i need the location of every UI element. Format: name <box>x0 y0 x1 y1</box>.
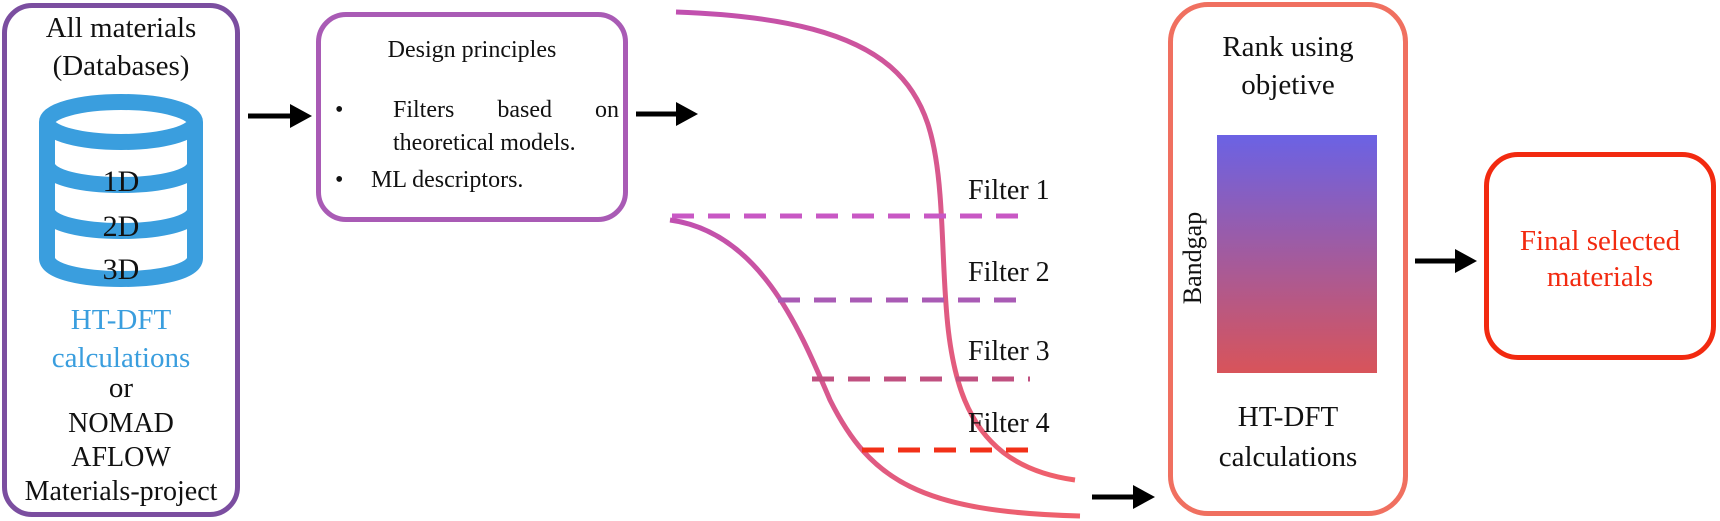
final-line2: materials <box>1546 261 1654 293</box>
rank-box: Rank using objetive Bandgap HT-DFT calcu… <box>1168 2 1408 516</box>
database-icon: 1D 2D 3D <box>39 94 203 287</box>
arrow-head-4 <box>1455 249 1477 273</box>
all-materials-box: All materials (Databases) 1D 2D 3D HT-DF… <box>2 3 240 517</box>
design-principles-box: Design principles • Filters based on the… <box>316 12 628 222</box>
source-nomad: NOMAD <box>68 408 174 439</box>
arrow-head-1 <box>290 104 312 128</box>
funnel-curve-inner <box>669 217 1081 519</box>
filter-4-label: Filter 4 <box>968 408 1050 439</box>
funnel-curve-outer <box>675 9 1076 483</box>
rank-htdft-line2: calculations <box>1218 441 1358 473</box>
filter-3-label: Filter 3 <box>968 336 1050 367</box>
design-principles-title: Design principles <box>387 37 557 63</box>
materials-title-line1: All materials <box>45 12 197 44</box>
bandgap-gradient-bar <box>1217 135 1377 373</box>
bullet-1-dot: • <box>335 97 344 123</box>
bullet-2-dot: • <box>335 167 344 193</box>
design-bullet-2: • ML descriptors. <box>331 167 621 203</box>
arrow-head-2 <box>676 102 698 126</box>
materials-title-line2: (Databases) <box>52 50 190 82</box>
db-layer-1d: 1D <box>103 165 140 198</box>
bullet-1-line1: Filters based on <box>393 97 619 124</box>
final-selected-box: Final selected materials <box>1484 152 1716 360</box>
bullet-1-word-filters: Filters <box>393 97 455 123</box>
bullet-1-word-on: on <box>595 97 619 123</box>
bullet-1-line2: theoretical models. <box>393 130 576 156</box>
materials-htdft-line2: calculations <box>51 342 191 374</box>
arrow-head-3 <box>1133 485 1155 509</box>
rank-title-line2: objetive <box>1241 69 1335 101</box>
source-aflow: AFLOW <box>71 442 171 473</box>
materials-htdft-line1: HT-DFT <box>70 304 172 336</box>
rank-title-line1: Rank using <box>1222 31 1354 63</box>
db-layer-2d: 2D <box>103 210 140 243</box>
final-line1: Final selected <box>1519 225 1681 257</box>
design-bullet-1: • Filters based on theoretical models. <box>331 97 621 167</box>
filter-1-label: Filter 1 <box>968 175 1050 206</box>
materials-or-label: or <box>108 372 134 404</box>
filter-2-label: Filter 2 <box>968 257 1050 288</box>
rank-htdft-line1: HT-DFT <box>1237 401 1339 433</box>
bullet-1-word-based: based <box>497 97 552 123</box>
db-layer-3d: 3D <box>103 253 140 286</box>
bandgap-axis-label: Bandgap <box>1178 211 1207 305</box>
bullet-2-text: ML descriptors. <box>371 167 524 193</box>
source-materials-project: Materials-project <box>24 476 218 507</box>
